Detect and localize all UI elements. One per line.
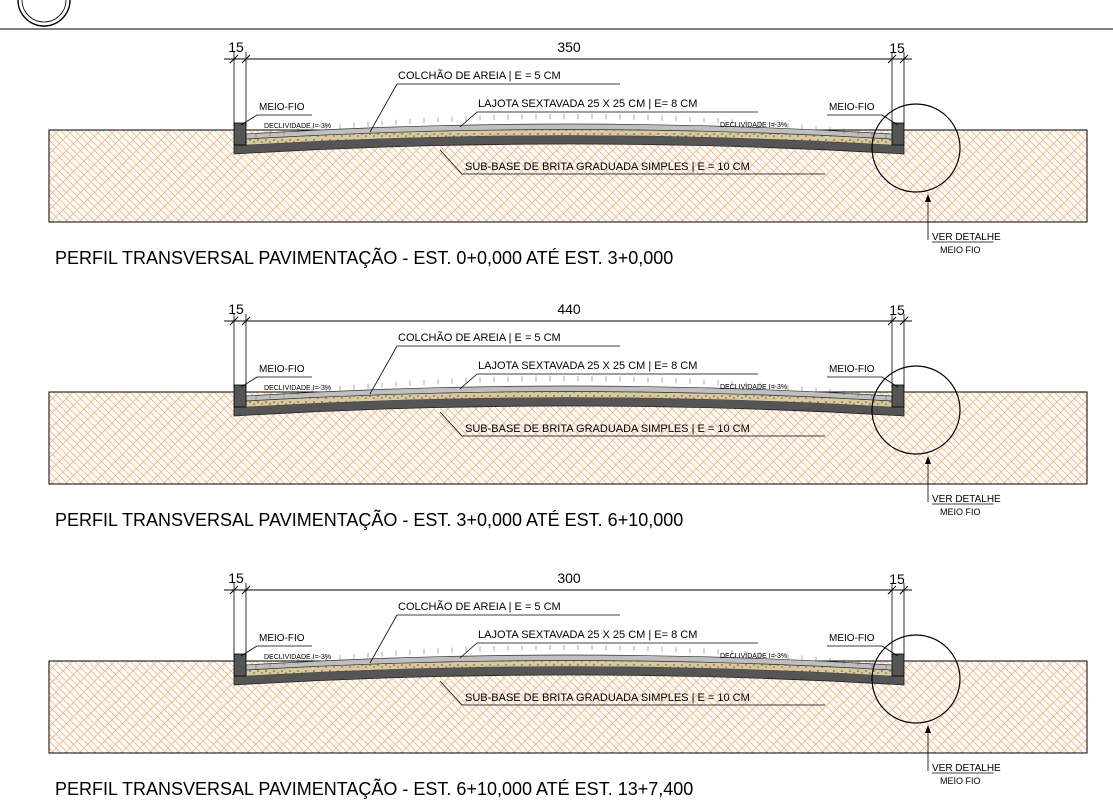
curb-left: [233, 653, 247, 677]
label-colchao: COLCHÃO DE AREIA | E = 5 CM: [398, 69, 561, 82]
label-meio-fio-right: MEIO-FIO: [829, 102, 875, 113]
label-ver-detalhe: VER DETALHE: [932, 494, 1001, 505]
label-ver-detalhe: VER DETALHE: [932, 232, 1001, 243]
soil-ground: [48, 129, 1088, 223]
curb-left: [233, 384, 247, 408]
dimension-right-width: 15: [889, 40, 905, 56]
dimension-right-width: 15: [889, 302, 905, 318]
leader-subbase: [439, 680, 463, 706]
label-meio-fio-detail: MEIO FIO: [940, 245, 981, 255]
leader-colchao: [369, 83, 398, 133]
dimension-tick: [241, 316, 251, 326]
arrow-ver-detalhe: [925, 456, 931, 464]
label-declividade-right: DECLIVIDADE I=-3%: [720, 384, 787, 391]
leader-lajota: [459, 642, 478, 659]
dimension-tick: [887, 316, 897, 326]
leader-meio-fio-right: [881, 376, 899, 388]
soil-ground: [48, 391, 1088, 485]
dimension-tick: [899, 54, 909, 64]
leader-lajota: [459, 111, 478, 128]
dimension-left-width: 15: [228, 301, 244, 317]
label-declividade-right: DECLIVIDADE I=-3%: [720, 122, 787, 129]
label-declividade-left: DECLIVIDADE I=-3%: [264, 385, 331, 392]
label-declividade-left: DECLIVIDADE I=-3%: [264, 123, 331, 130]
header-logo: [17, 0, 71, 27]
leader-meio-fio-right: [881, 114, 899, 126]
label-meio-fio-left: MEIO-FIO: [259, 633, 305, 644]
dimension-tick: [887, 54, 897, 64]
dimension-tick: [241, 585, 251, 595]
dimension-main-width: 440: [557, 301, 581, 317]
profile-title: PERFIL TRANSVERSAL PAVIMENTAÇÃO - EST. 6…: [55, 778, 693, 799]
curb-right: [891, 384, 905, 408]
dimension-tick: [229, 585, 239, 595]
dimension-tick: [899, 316, 909, 326]
leader-colchao: [369, 614, 398, 664]
dimension-tick: [899, 585, 909, 595]
detail-circle: [871, 103, 961, 193]
leader-meio-fio-left: [240, 376, 258, 388]
label-subbase: SUB-BASE DE BRITA GRADUADA SIMPLES | E =…: [465, 161, 750, 173]
label-meio-fio-left: MEIO-FIO: [259, 364, 305, 375]
label-declividade-left: DECLIVIDADE I=-3%: [264, 654, 331, 661]
leader-subbase: [439, 149, 463, 175]
profile-title: PERFIL TRANSVERSAL PAVIMENTAÇÃO - EST. 3…: [55, 509, 683, 530]
leader-colchao: [369, 345, 398, 395]
label-subbase: SUB-BASE DE BRITA GRADUADA SIMPLES | E =…: [465, 423, 750, 435]
label-colchao: COLCHÃO DE AREIA | E = 5 CM: [398, 331, 561, 344]
detail-circle: [871, 365, 961, 455]
leader-meio-fio-left: [240, 114, 258, 126]
label-meio-fio-left: MEIO-FIO: [259, 102, 305, 113]
label-declividade-right: DECLIVIDADE I=-3%: [720, 653, 787, 660]
dimension-tick: [887, 585, 897, 595]
leader-meio-fio-right: [881, 645, 899, 657]
curb-left: [233, 122, 247, 146]
dimension-tick: [229, 316, 239, 326]
soil-ground: [48, 660, 1088, 754]
label-meio-fio-detail: MEIO FIO: [940, 507, 981, 517]
label-lajota: LAJOTA SEXTAVADA 25 X 25 CM | E= 8 CM: [478, 629, 697, 641]
dimension-tick: [241, 54, 251, 64]
arrow-ver-detalhe: [925, 725, 931, 733]
label-subbase: SUB-BASE DE BRITA GRADUADA SIMPLES | E =…: [465, 692, 750, 704]
label-colchao: COLCHÃO DE AREIA | E = 5 CM: [398, 600, 561, 613]
profile-title: PERFIL TRANSVERSAL PAVIMENTAÇÃO - EST. 0…: [55, 247, 673, 268]
dimension-left-width: 15: [228, 39, 244, 55]
leader-subbase: [439, 411, 463, 437]
label-ver-detalhe: VER DETALHE: [932, 763, 1001, 774]
curb-right: [891, 122, 905, 146]
dimension-main-width: 300: [557, 570, 581, 586]
detail-circle: [871, 634, 961, 724]
leader-lajota: [459, 373, 478, 390]
label-lajota: LAJOTA SEXTAVADA 25 X 25 CM | E= 8 CM: [478, 360, 697, 372]
curb-right: [891, 653, 905, 677]
dimension-tick: [229, 54, 239, 64]
leader-meio-fio-left: [240, 645, 258, 657]
dimension-main-width: 350: [557, 39, 581, 55]
label-meio-fio-right: MEIO-FIO: [829, 364, 875, 375]
label-meio-fio-detail: MEIO FIO: [940, 776, 981, 786]
arrow-ver-detalhe: [925, 194, 931, 202]
label-lajota: LAJOTA SEXTAVADA 25 X 25 CM | E= 8 CM: [478, 98, 697, 110]
label-meio-fio-right: MEIO-FIO: [829, 633, 875, 644]
dimension-right-width: 15: [889, 571, 905, 587]
dimension-left-width: 15: [228, 570, 244, 586]
